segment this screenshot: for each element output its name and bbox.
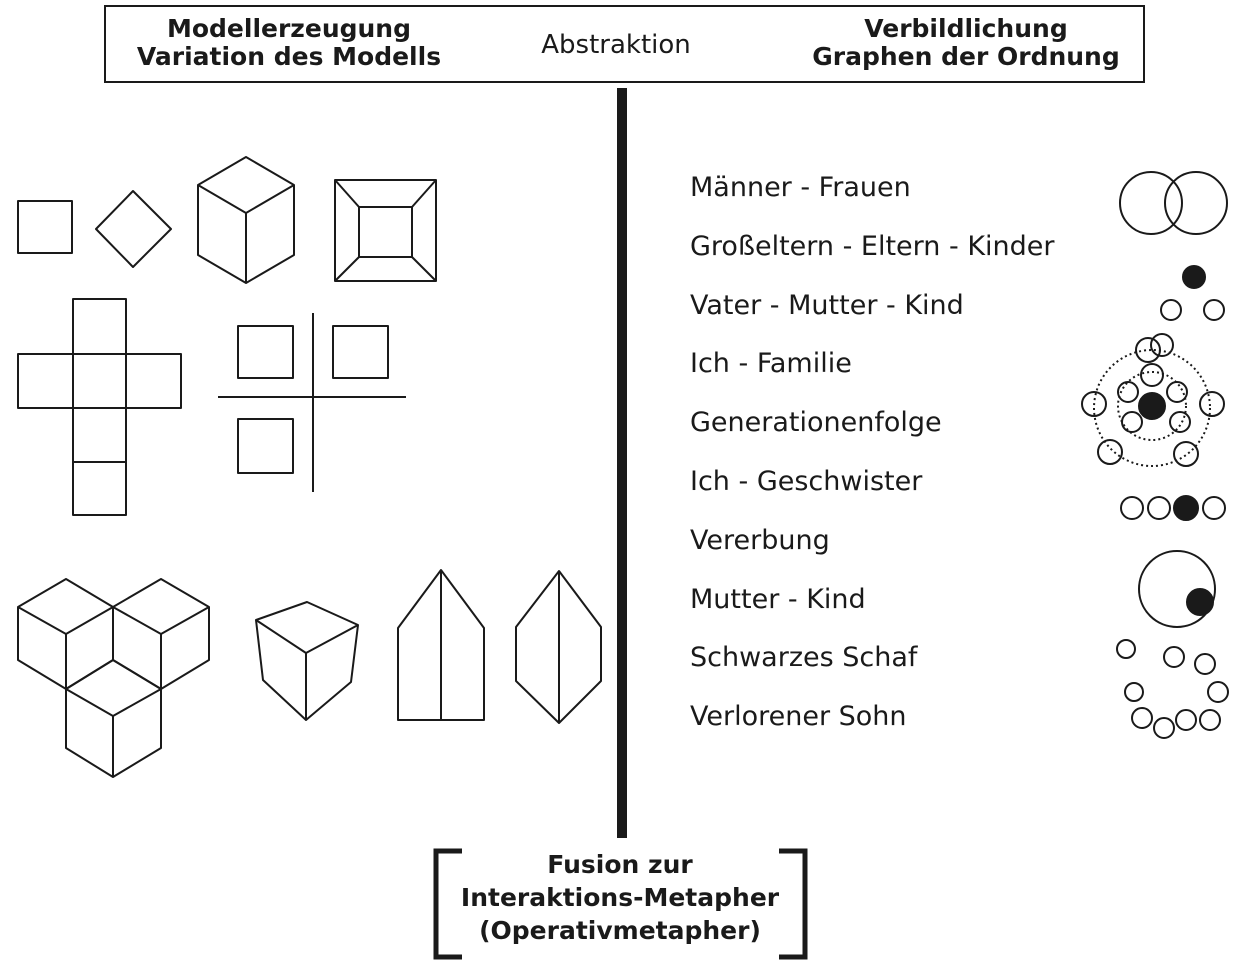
- header-left-line1: Modellerzeugung: [166, 14, 412, 43]
- square-shape: [17, 200, 73, 254]
- header-middle: Abstraktion: [541, 30, 691, 60]
- verlorener-sohn-graph: [1116, 639, 1229, 739]
- grandparents-parents-children-graph: [1160, 265, 1225, 321]
- concept-item: Generationenfolge: [690, 407, 942, 439]
- header-box: Modellerzeugung Variation des Modells Ab…: [104, 5, 1145, 83]
- header-left-line2: Variation des Modells: [136, 42, 442, 71]
- header-right-line2: Graphen der Ordnung: [812, 42, 1120, 71]
- crystal-hexagon-shape: [515, 570, 602, 724]
- concept-list: Männer - Frauen Großeltern - Eltern - Ki…: [690, 170, 1055, 758]
- ich-familie-graph: [1081, 333, 1225, 467]
- concept-item: Vererbung: [690, 524, 830, 556]
- frustum-frame-shape: [334, 179, 437, 282]
- footer-line2: Interaktions-Metapher: [460, 883, 780, 912]
- header-right: Verbildlichung Graphen der Ordnung: [796, 15, 1136, 71]
- concept-item: Schwarzes Schaf: [690, 642, 918, 674]
- quadrant-cross-shape: [218, 313, 406, 492]
- concept-item: Ich - Geschwister: [690, 465, 923, 497]
- cube-net-shape: [17, 298, 182, 516]
- footer-line1: Fusion zur: [547, 850, 693, 879]
- cube-shape: [197, 156, 295, 284]
- ich-geschwister-graph: [1120, 495, 1226, 521]
- footer-line3: (Operativmetapher): [479, 916, 761, 945]
- tilted-cube-shape: [255, 601, 359, 721]
- concept-item: Ich - Familie: [690, 348, 852, 380]
- diamond-shape: [95, 190, 172, 268]
- header-left: Modellerzeugung Variation des Modells: [124, 15, 454, 71]
- concept-item: Verlorener Sohn: [690, 701, 907, 733]
- three-cubes-shape: [17, 578, 210, 778]
- mutter-kind-graph: [1138, 550, 1216, 628]
- concept-item: Großeltern - Eltern - Kinder: [690, 230, 1055, 262]
- two-overlapping-circles-graph: [1119, 171, 1228, 235]
- footer-bracket-right: [779, 848, 808, 960]
- vertical-divider: [617, 88, 627, 838]
- header-right-line1: Verbildlichung: [864, 14, 1068, 43]
- house-prism-shape: [397, 569, 485, 721]
- concept-item: Männer - Frauen: [690, 172, 911, 203]
- concept-item: Mutter - Kind: [690, 583, 866, 615]
- concept-item: Vater - Mutter - Kind: [690, 289, 964, 321]
- footer-bracket-left: [433, 848, 462, 960]
- footer-fusion-box: Fusion zur Interaktions-Metapher (Operat…: [430, 848, 810, 958]
